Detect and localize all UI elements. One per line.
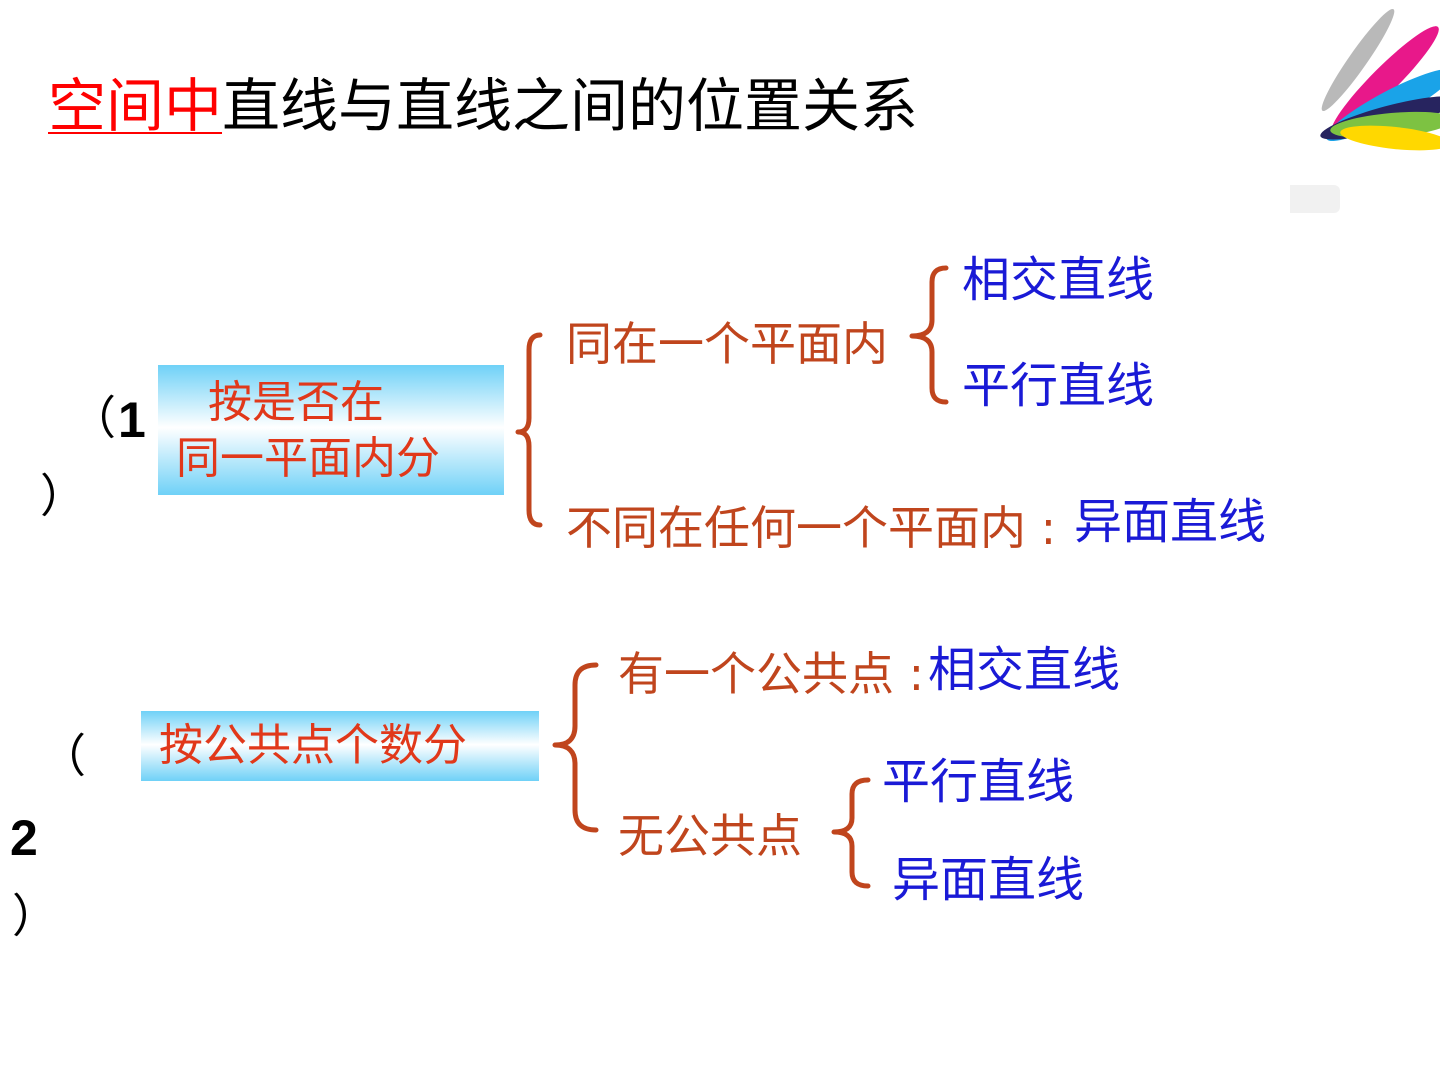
section2-label-number: 2 [10, 810, 38, 866]
section2-branch-one-common-point: 有一个公共点 : [618, 647, 925, 701]
section1-label-open: （ [70, 391, 116, 445]
section2-leaf-parallel: 平行直线 [882, 754, 1075, 810]
section2-leaf-intersecting: 相交直线 [928, 642, 1121, 698]
brace-section2-sub [831, 777, 871, 889]
section2-branch-no-common-point: 无公共点 [618, 809, 802, 863]
section2-box-line1: 按公共点个数分 [159, 720, 467, 771]
section2-leaf-skew: 异面直线 [892, 852, 1085, 908]
section2-label-open: （ [40, 729, 86, 783]
brace-section2-main [552, 662, 599, 833]
section1-box-line2: 同一平面内分 [176, 433, 440, 484]
section1-branch-noncoplanar: 不同在任何一个平面内 : [566, 501, 1057, 555]
section2-criterion-box: 按公共点个数分 [141, 711, 539, 781]
section1-branch-coplanar: 同在一个平面内 [566, 317, 888, 371]
slide-title: 空间中直线与直线之间的位置关系 [48, 70, 918, 142]
title-accent: 空间中 [48, 72, 223, 140]
brace-section1-main [515, 332, 543, 528]
section1-leaf-skew: 异面直线 [1074, 494, 1267, 550]
section1-leaf-parallel: 平行直线 [962, 358, 1155, 414]
section1-label-number: 1 [118, 392, 146, 448]
section1-leaf-intersecting: 相交直线 [962, 252, 1155, 308]
section1-criterion-box: 按是否在 同一平面内分 [158, 365, 504, 495]
section1-label-close: ） [40, 469, 86, 523]
title-rest: 直线与直线之间的位置关系 [222, 72, 919, 140]
brace-section1-sub [909, 265, 949, 405]
section1-box-line1: 按是否在 [208, 377, 384, 428]
section2-label-close: ） [12, 889, 58, 943]
